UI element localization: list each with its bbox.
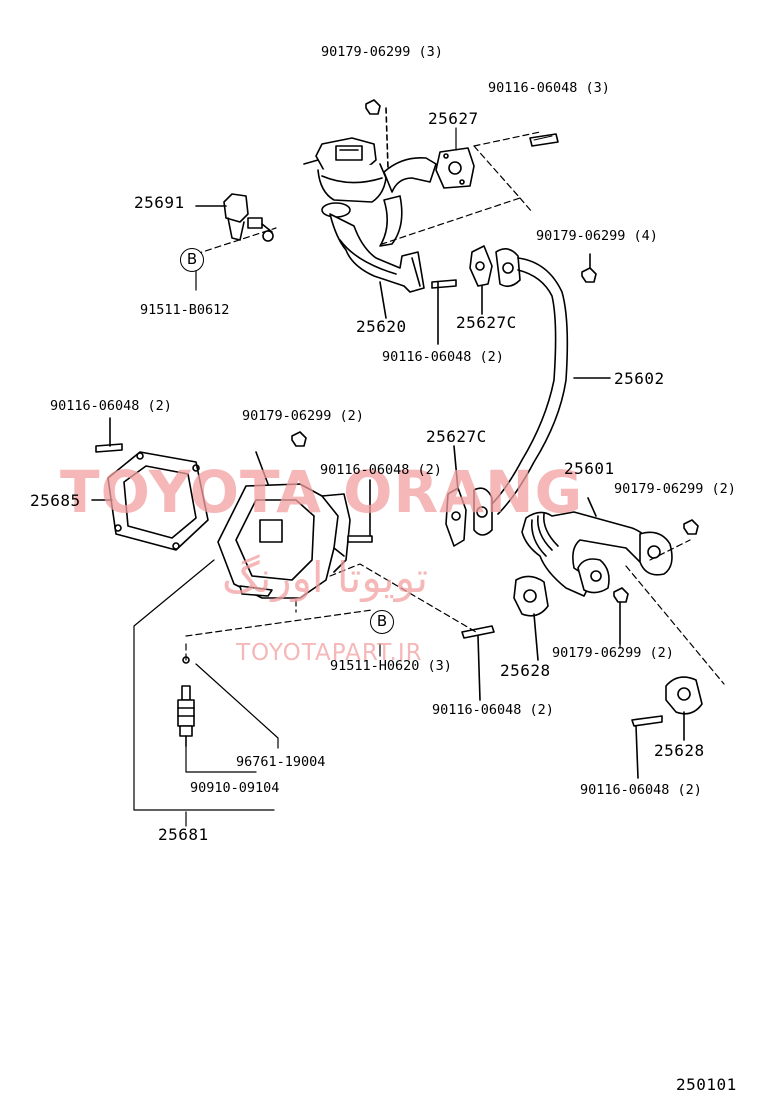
pipe-25601-icon: [522, 498, 672, 596]
gasket-25628-icon: [514, 576, 702, 740]
part-label: 90116-06048 (2): [382, 349, 504, 365]
gasket-25627c-lower-icon: [446, 446, 492, 546]
part-label: 25627: [428, 109, 479, 128]
part-label: 90116-06048 (2): [432, 702, 554, 718]
marker-b-upper: B: [180, 248, 204, 272]
part-label: 25681: [158, 825, 209, 844]
part-label: 25685: [30, 491, 81, 510]
part-label: 91511-H0620 (3): [330, 658, 452, 674]
part-label: 25601: [564, 459, 615, 478]
part-label: 25620: [356, 317, 407, 336]
pipe-25602-icon: [490, 258, 610, 514]
part-label: 25628: [500, 661, 551, 680]
spark-plug-icon: [178, 657, 194, 746]
leader-lines: [134, 128, 620, 826]
sensor-25691-icon: [196, 194, 273, 241]
part-label: 90116-06048 (2): [50, 398, 172, 414]
fasteners-top-icon: [366, 100, 596, 344]
part-label: 90116-06048 (3): [488, 80, 610, 96]
fasteners-lower-icon: [96, 418, 698, 778]
part-label: 90179-06299 (2): [614, 481, 736, 497]
gasket-25627c-upper-icon: [470, 246, 520, 314]
part-label: 25627C: [456, 313, 517, 332]
part-label: 90116-06048 (2): [580, 782, 702, 798]
part-label: 25627C: [426, 427, 487, 446]
part-label: 90910-09104: [190, 780, 280, 796]
gasket-25685-icon: [92, 452, 208, 550]
reference-lines: [186, 132, 724, 684]
part-label: 25602: [614, 369, 665, 388]
part-label: 25628: [654, 741, 705, 760]
part-label: 91511-B0612: [140, 302, 230, 318]
pipe-25620-icon: [330, 214, 424, 318]
egr-valve-icon: [304, 138, 474, 246]
egr-cooler-icon: [218, 432, 372, 598]
part-label: 96761-19004: [236, 754, 326, 770]
marker-b-lower: B: [370, 610, 394, 634]
part-label: 90179-06299 (2): [552, 645, 674, 661]
part-label: 25691: [134, 193, 185, 212]
part-label: 90179-06299 (4): [536, 228, 658, 244]
part-label: 90179-06299 (3): [321, 44, 443, 60]
part-label: 90116-06048 (2): [320, 462, 442, 478]
part-label: 90179-06299 (2): [242, 408, 364, 424]
figure-code: 250101: [676, 1075, 737, 1094]
